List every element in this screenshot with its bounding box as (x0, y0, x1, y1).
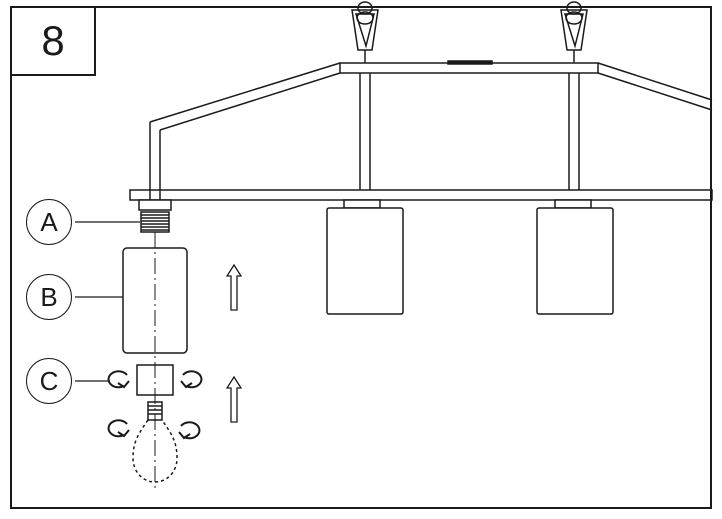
diagram-border (10, 6, 712, 509)
up-arrow-icon (225, 263, 243, 311)
callout-a: A (26, 199, 72, 245)
installed-shade-middle (326, 199, 404, 315)
up-arrow-icon (225, 375, 243, 423)
ceiling-clip-right (560, 1, 588, 63)
installed-shade-right (536, 199, 614, 315)
fixture-frame (129, 60, 713, 201)
light-bulb (132, 401, 178, 483)
callout-b: B (26, 274, 72, 320)
socket-ring-part-a (138, 199, 172, 233)
ceiling-clip-left (351, 1, 379, 63)
callout-c: C (26, 358, 72, 404)
callout-leaders (75, 221, 140, 382)
step-number: 8 (10, 6, 96, 76)
